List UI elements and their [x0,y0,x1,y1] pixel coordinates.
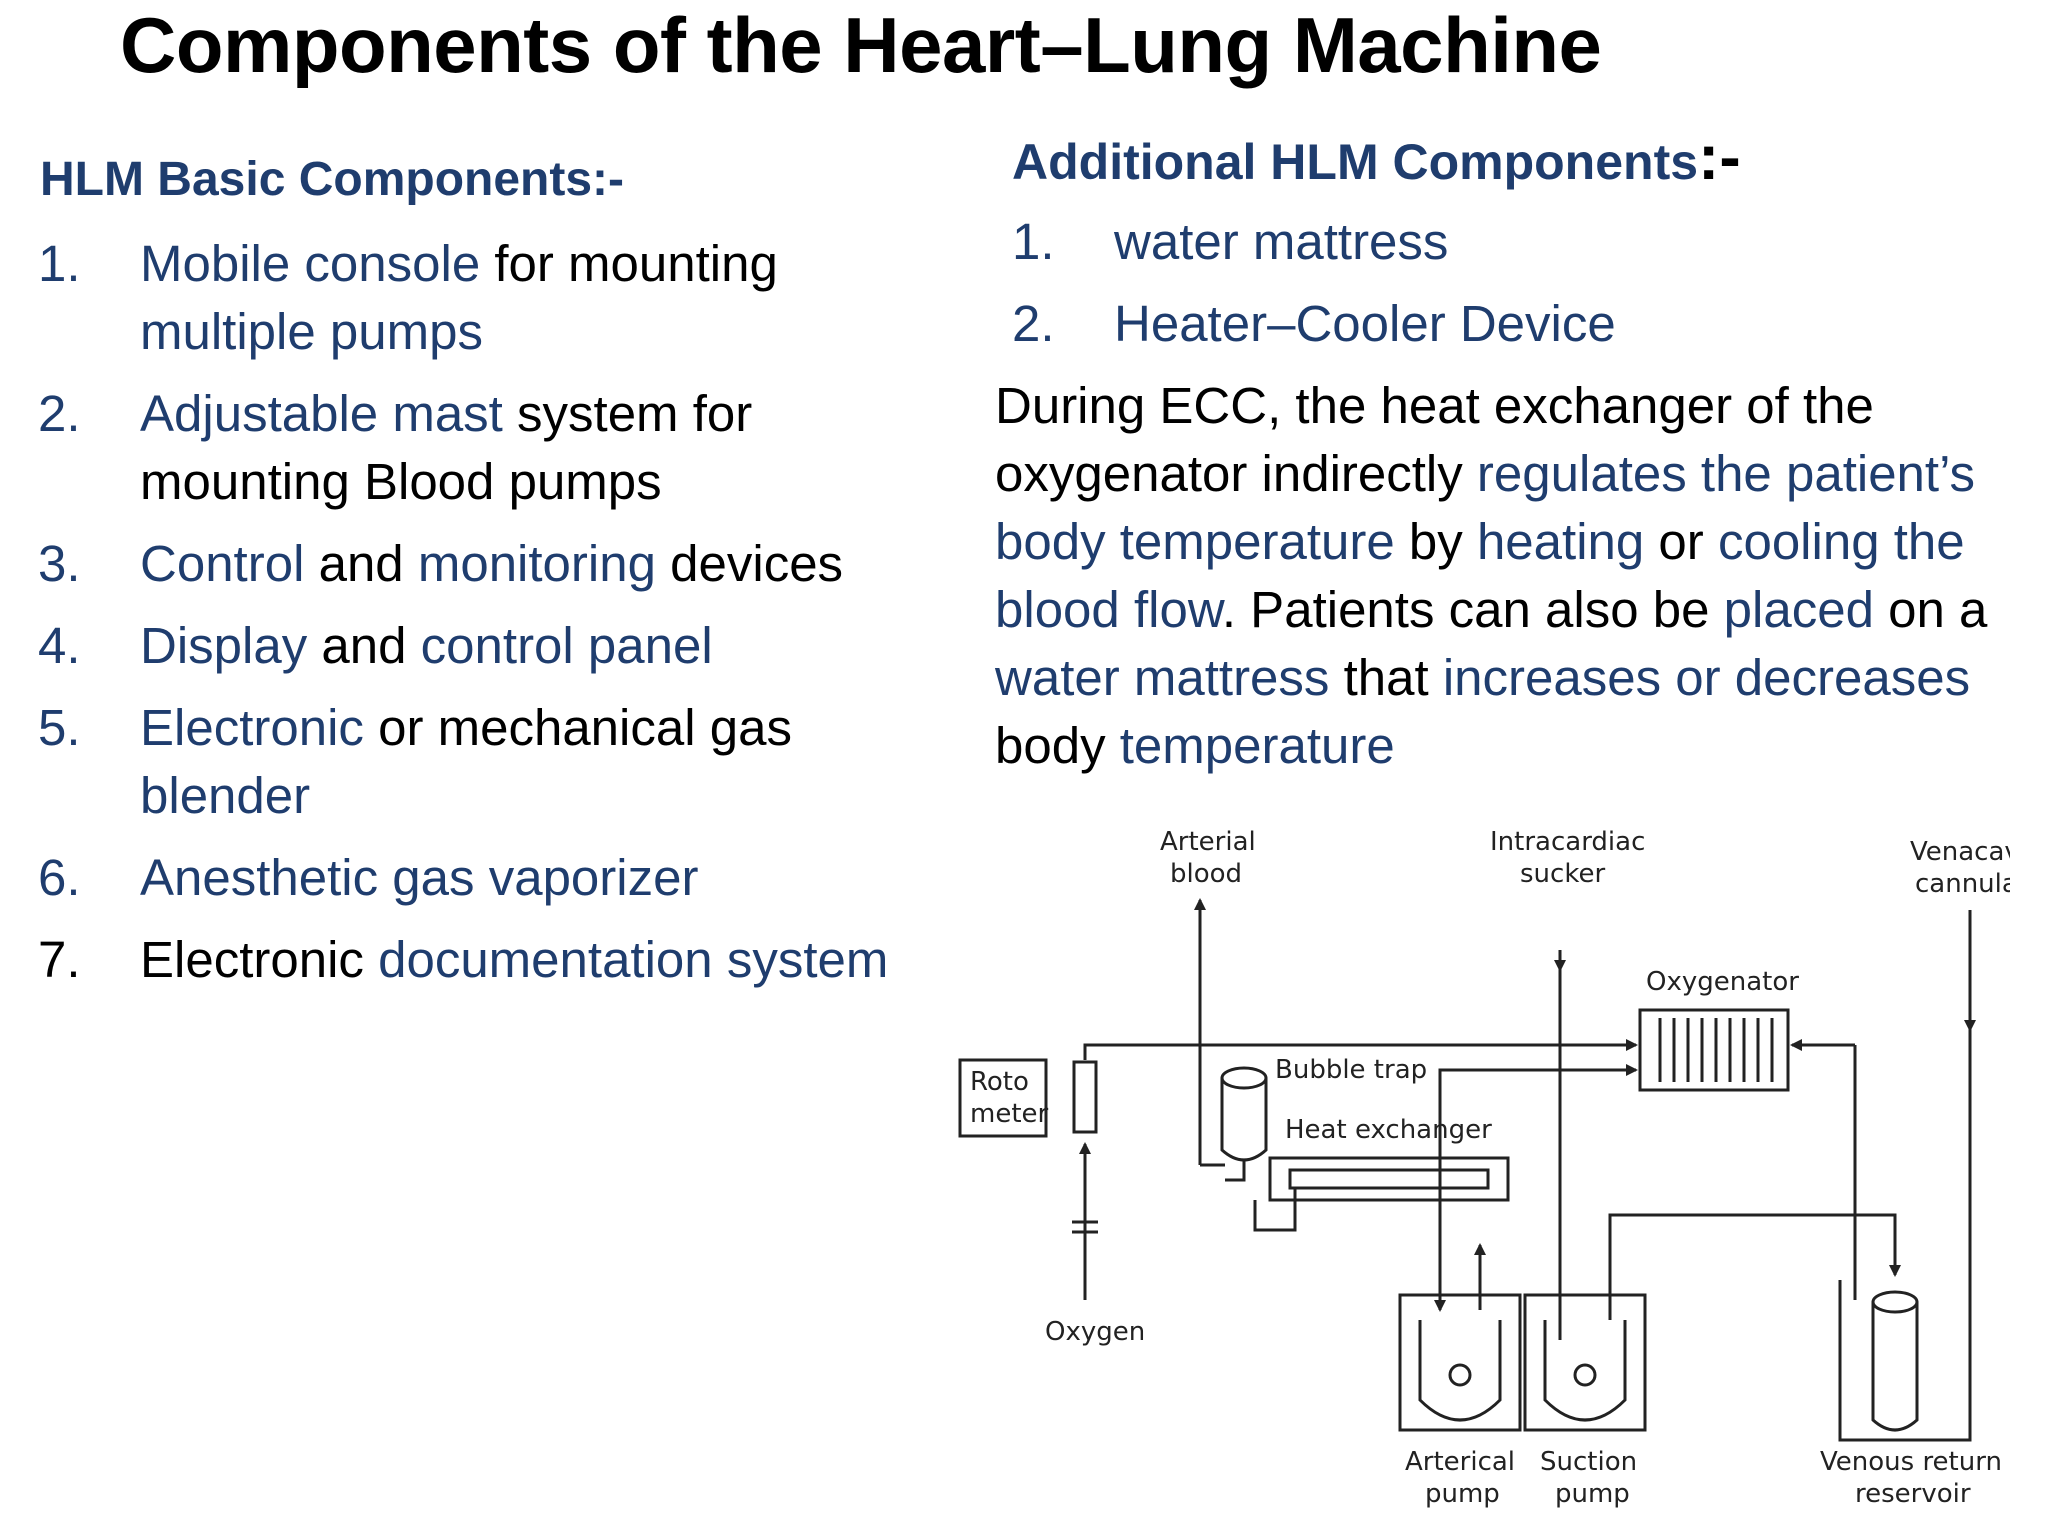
additional-components-list: 1. water mattress 2. Heater–Cooler Device [1012,208,1912,372]
basic-component-item: 1. Mobile console for mounting multiple p… [38,230,938,366]
basic-component-item: 6. Anesthetic gas vaporizer [38,844,938,912]
paragraph-segment: temperature [1119,717,1395,774]
label-suction-pump-1: Suction [1540,1447,1637,1477]
list-number: 1. [1012,213,1055,270]
paragraph-segment: body [995,717,1120,774]
paragraph-segment: cooling the blood flow [995,513,1965,638]
list-number: 1. [38,235,81,292]
paragraph-segment: placed [1723,581,1874,638]
bubble-trap [1220,1066,1268,1090]
list-text-segment: and [307,617,421,674]
list-number: 3. [38,535,81,592]
paragraph-segment: water mattress [995,649,1330,706]
list-text-segment: for mounting [480,235,778,292]
paragraph-segment: that [1329,649,1443,706]
hlm-circuit-diagram: Arterial blood Intracardiac sucker Venac… [958,827,2010,1509]
paragraph-segment: During ECC, the heat exchanger of the ox… [995,377,1874,502]
list-text-segment: or mechanical gas [363,699,792,756]
list-text-segment: Control [140,535,305,592]
list-number: 4. [38,617,81,674]
list-number: 2. [1012,295,1055,352]
list-text-segment: Heater–Cooler Device [1114,295,1616,352]
list-text-segment: Mobile console [140,235,481,292]
list-text-segment: water mattress [1114,213,1449,270]
paragraph-segment: . Patients can also be [1221,581,1724,638]
arterial-pump [1398,1293,1522,1432]
label-venacava-1: Venacava [1910,837,2010,867]
suction-pump [1523,1293,1647,1432]
page-title: Components of the Heart–Lung Machine [120,1,1602,89]
list-text-segment: control panel [420,617,713,674]
oxygenator-box [1638,1008,1790,1092]
paragraph-segment: by [1394,513,1477,570]
paragraph-segment: or [1644,513,1718,570]
list-text-segment: Electronic [140,699,364,756]
list-text-segment: Adjustable mast [140,385,503,442]
venous-reservoir [1871,1290,1919,1314]
list-text-segment: Anesthetic gas vaporizer [140,849,699,906]
basic-components-list: 1. Mobile console for mounting multiple p… [38,230,938,1008]
list-number: 5. [38,699,81,756]
additional-component-item: 1. water mattress [1012,208,1912,276]
paragraph-segment: heating [1476,513,1645,570]
additional-heading-text: Additional HLM Components [1012,134,1699,190]
label-arterial-pump-1: Arterical [1405,1447,1515,1477]
basic-component-item: 4. Display and control panel [38,612,938,680]
label-suction-pump-2: pump [1555,1479,1630,1509]
additional-component-item: 2. Heater–Cooler Device [1012,290,1912,358]
basic-component-item: 3. Control and monitoring devices [38,530,938,598]
heat-exchanger [1268,1156,1510,1202]
label-sucker-2: sucker [1520,859,1605,889]
additional-components-heading: Additional HLM Components:- [1012,120,1741,194]
label-reservoir-1: Venous return [1820,1447,2002,1477]
label-reservoir-2: reservoir [1855,1479,1971,1509]
list-text-segment: multiple pumps [140,303,483,360]
basic-component-item: 7. Electronic documentation system [38,926,938,994]
additional-heading-suffix: :- [1698,121,1741,193]
paragraph-segment: regulates the patient’s body temperature [995,445,1975,570]
label-oxygen: Oxygen [1045,1317,1145,1347]
list-text-segment: Display [140,617,308,674]
ecc-paragraph: During ECC, the heat exchanger of the ox… [995,372,2005,780]
label-rotometer-2: meter [970,1099,1049,1129]
basic-component-item: 5. Electronic or mechanical gas blender [38,694,938,830]
label-arterial-blood-2: blood [1170,859,1242,889]
list-number: 2. [38,385,81,442]
label-bubble-trap: Bubble trap [1275,1055,1427,1085]
label-heat-exchanger: Heat exchanger [1285,1115,1492,1145]
paragraph-segment: on a [1873,581,1988,638]
paragraph-segment: increases or decreases [1442,649,1971,706]
label-sucker-1: Intracardiac [1490,827,1645,857]
list-text-segment: monitoring [417,535,656,592]
label-arterial-pump-2: pump [1425,1479,1500,1509]
label-rotometer-1: Roto [970,1067,1029,1097]
list-text-segment: and [304,535,418,592]
rotometer-box [958,1058,1048,1138]
list-text-segment: blender [140,767,311,824]
list-number: 6. [38,849,81,906]
list-text-segment: devices [655,535,844,592]
basic-components-heading: HLM Basic Components:- [40,153,625,206]
label-arterial-blood-1: Arterial [1160,827,1256,857]
list-text-segment: Electronic [140,931,379,988]
basic-component-item: 2. Adjustable mast system for mounting Bl… [38,380,938,516]
list-text-segment: documentation system [378,931,889,988]
label-venacava-2: cannulae [1915,869,2010,899]
list-number: 7. [38,931,81,988]
label-oxygenator: Oxygenator [1646,967,1799,997]
list-text-segment: system for mounting Blood pumps [140,385,753,510]
